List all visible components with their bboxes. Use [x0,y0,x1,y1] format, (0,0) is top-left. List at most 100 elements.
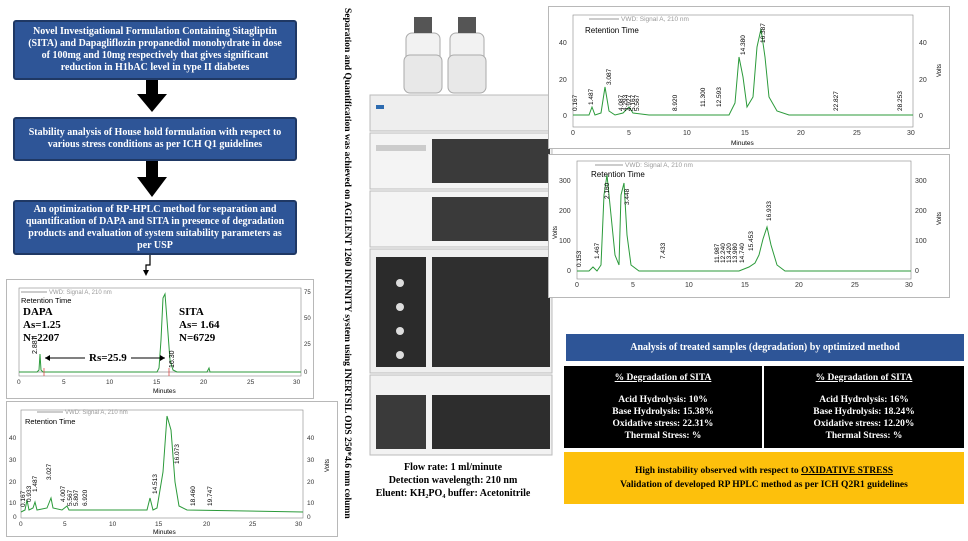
svg-text:20: 20 [9,479,17,486]
peak-label: 6.920 [82,489,89,506]
solvent-tray [369,94,553,132]
peak-label: 12.240 [720,243,727,263]
y-axis-label: Volts [325,459,331,472]
svg-text:30: 30 [9,457,17,464]
peak-label: 5.567 [634,94,641,111]
svg-text:15: 15 [155,521,163,528]
conclusion-instability-text: High instability observed with respect t… [634,466,802,476]
chart-title: Retention Time [25,417,75,426]
instrument-parameters: Flow rate: 1 ml/minute Detection wavelen… [323,461,583,500]
arrow-2-stem [146,161,158,177]
svg-text:300: 300 [559,178,571,185]
svg-text:0: 0 [563,113,567,120]
signal-trace [573,28,913,116]
resolution-arrow [45,355,165,361]
arrow-1-head [137,94,167,112]
sita-degradation-panel: % Degradation of SITA Acid Hydrolysis: 1… [564,366,762,448]
peak-label: 5.807 [73,489,80,506]
conclusion-validation: Validation of developed RP HPLC method a… [620,480,908,490]
peak-label: 4.293 [622,94,629,111]
peak-label: 19.747 [207,486,214,506]
y-axis-label-right: Volts [937,212,943,225]
peak-label: 1.487 [588,88,595,105]
svg-text:10: 10 [109,521,117,528]
second-thermal: Thermal Stress: % [825,431,903,441]
flow-step-stability: Stability analysis of House hold formula… [13,117,297,161]
svg-text:25: 25 [304,342,311,348]
peak-label: 3.448 [624,188,631,205]
chromatogram-degradation-1-svg: VWD: Signal A, 210 nm Retention Time 402… [559,14,943,147]
flow-step-optimization-text: An optimization of RP-HPLC method for se… [25,203,285,251]
peak-label: 0.167 [20,490,27,507]
y-axis-label-left: Volts [553,226,559,239]
svg-text:75: 75 [304,290,311,296]
peak-label: 1.467 [594,242,601,259]
peak-label: 1.487 [32,475,39,492]
peak-label: 13.420 [726,243,733,263]
flow-rate: Flow rate: 1 ml/minute [403,462,503,473]
sita-base: Base Hydrolysis: 15.38% [612,407,714,417]
chromatogram-household-svg: VWD: Signal A, 210 nm Retention Time 40 3… [9,409,331,536]
legend-text: VWD: Signal A, 210 nm [625,162,693,169]
svg-text:25: 25 [249,521,257,528]
svg-text:10: 10 [307,500,315,507]
plot-frame [20,409,304,519]
svg-text:40: 40 [307,435,315,442]
chromatogram-optimized: VWD: Signal A, 210 nm Retention Time 2.8… [6,279,314,399]
second-base: Base Hydrolysis: 18.24% [813,407,915,417]
svg-text:10: 10 [683,130,691,137]
svg-text:100: 100 [915,238,927,245]
svg-text:20: 20 [559,77,567,84]
signal-trace [19,292,301,373]
svg-text:200: 200 [915,208,927,215]
peak-label: 2.160 [604,182,611,199]
peak-label: 5.167 [630,94,637,111]
svg-text:5: 5 [63,521,67,528]
peak-labels: 0.167 1.487 3.087 4.087 4.293 4.927 5.16… [572,23,904,111]
svg-text:5: 5 [62,379,66,386]
peak-label: 12.593 [716,87,723,107]
analysis-title: Analysis of treated samples (degradation… [566,334,964,361]
analysis-title-text: Analysis of treated samples (degradation… [630,342,900,353]
peak-label: 22.827 [833,91,840,111]
flow-step-formulation-text: Novel Investigational Formulation Contai… [28,26,282,73]
conclusion-oxidative-stress: OXIDATIVE STRESS [801,466,894,476]
sita-annotation: SITA As= 1.64 N=6729 [179,306,220,345]
second-acid: Acid Hydrolysis: 16% [819,395,909,405]
svg-text:0: 0 [571,130,575,137]
svg-text:200: 200 [559,208,571,215]
sita-oxidative: Oxidative stress: 22.31% [612,419,714,429]
svg-text:25: 25 [247,379,255,386]
svg-text:5: 5 [631,282,635,289]
svg-text:0: 0 [575,282,579,289]
detection-wavelength: Detection wavelength: 210 nm [388,475,518,486]
svg-text:30: 30 [907,130,915,137]
legend-text: VWD: Signal A, 210 nm [65,410,128,416]
dapa-plates: N=2207 [23,332,60,344]
svg-text:15: 15 [741,282,749,289]
svg-text:10: 10 [9,500,17,507]
second-degradation-heading: % Degradation of SITA [815,373,913,383]
svg-text:20: 20 [200,379,208,386]
flow-step-optimization: An optimization of RP-HPLC method for se… [13,200,297,255]
svg-text:0: 0 [567,268,571,275]
svg-text:30: 30 [295,521,303,528]
peak-label: 0.167 [572,94,579,111]
x-axis-label: Minutes [731,140,755,147]
peak-label: 16.933 [766,201,773,221]
svg-text:0: 0 [307,514,311,521]
legend-text: VWD: Signal A, 210 nm [49,290,112,296]
peak-label: 14.513 [152,474,159,494]
flow-step-stability-text: Stability analysis of House hold formula… [28,127,282,150]
sita-degradation-heading: % Degradation of SITA [614,373,712,383]
signal-trace [20,415,304,513]
arrow-1-stem [146,80,158,94]
peak-label: 16.30 [169,350,176,368]
chart-title: Retention Time [21,296,71,305]
chart-title: Retention Time [591,170,645,179]
sita-thermal: Thermal Stress: % [624,431,702,441]
